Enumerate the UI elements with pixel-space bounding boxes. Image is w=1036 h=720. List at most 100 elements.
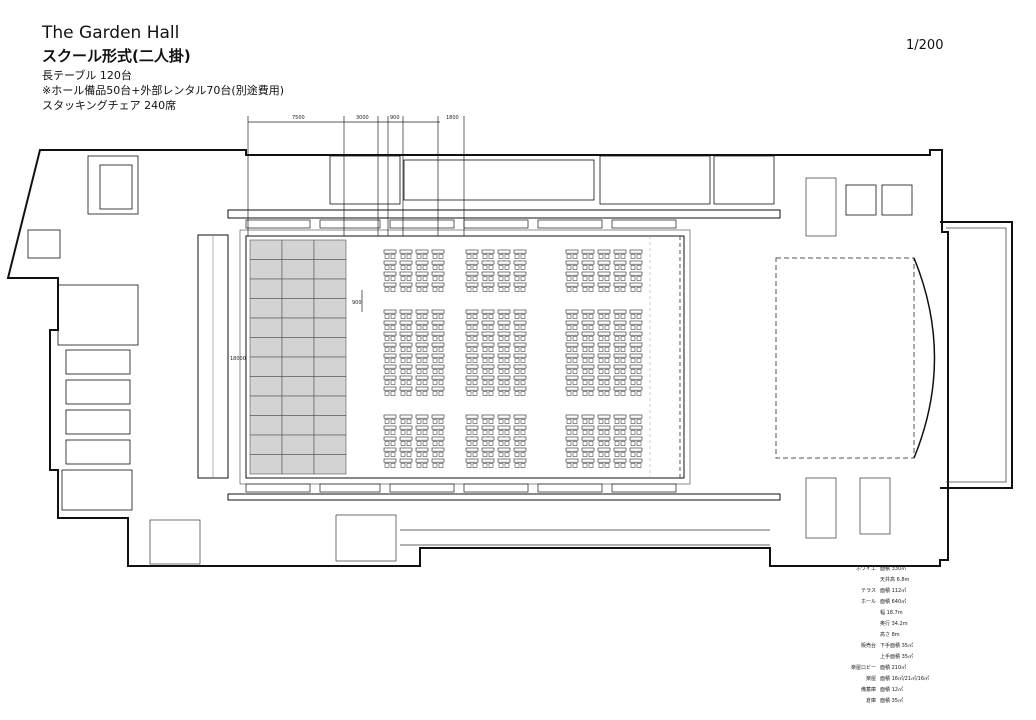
chair — [384, 347, 390, 352]
legend-key: 倉庫 — [865, 698, 876, 704]
chair — [566, 276, 572, 281]
seat-table — [415, 331, 429, 336]
chair — [614, 369, 620, 374]
seat-table — [383, 375, 397, 380]
seat-table — [629, 436, 643, 441]
legend-value: 面積 35㎡ — [880, 698, 903, 704]
chair — [406, 325, 412, 330]
chair — [422, 441, 428, 446]
chair — [466, 463, 472, 468]
chair — [406, 380, 412, 385]
chair — [614, 391, 620, 396]
chair — [620, 391, 626, 396]
seat-table — [581, 342, 595, 347]
seat-table — [597, 309, 611, 314]
seat-table — [513, 249, 527, 254]
chair — [588, 358, 594, 363]
chair — [620, 419, 626, 424]
seat-table — [497, 386, 511, 391]
chair — [482, 369, 488, 374]
chair — [422, 276, 428, 281]
legend-value: 面積 640㎡ — [880, 599, 907, 605]
terrace — [940, 221, 1013, 489]
chair — [472, 325, 478, 330]
stacked-table — [313, 395, 347, 416]
chair — [598, 254, 604, 259]
chair — [504, 265, 510, 270]
chair — [390, 463, 396, 468]
chair — [604, 430, 610, 435]
chair — [416, 314, 422, 319]
chair — [438, 265, 444, 270]
chair — [582, 265, 588, 270]
chair — [466, 276, 472, 281]
chair — [390, 391, 396, 396]
seat-table — [597, 447, 611, 452]
chair — [472, 358, 478, 363]
chair — [472, 441, 478, 446]
chair — [636, 287, 642, 292]
chair — [482, 380, 488, 385]
chair — [488, 430, 494, 435]
chair — [466, 430, 472, 435]
chair — [432, 276, 438, 281]
chair — [438, 441, 444, 446]
chair — [466, 358, 472, 363]
chair — [482, 336, 488, 341]
stacked-table — [313, 317, 347, 338]
chair — [390, 265, 396, 270]
chair — [498, 276, 504, 281]
chair — [422, 419, 428, 424]
chair — [422, 265, 428, 270]
chair — [572, 265, 578, 270]
seat-table — [399, 386, 413, 391]
chair — [598, 265, 604, 270]
chair — [598, 441, 604, 446]
chair — [620, 287, 626, 292]
chair — [620, 369, 626, 374]
chair — [400, 419, 406, 424]
chair — [614, 314, 620, 319]
west-foyer — [197, 234, 229, 479]
chair — [438, 463, 444, 468]
seat-table — [481, 364, 495, 369]
seat-table — [629, 342, 643, 347]
chair — [614, 380, 620, 385]
chair — [432, 314, 438, 319]
chair — [482, 265, 488, 270]
chair — [416, 287, 422, 292]
seat-table — [565, 320, 579, 325]
chair — [422, 452, 428, 457]
chair — [514, 265, 520, 270]
north-window-row — [245, 219, 677, 229]
chair — [472, 276, 478, 281]
chair — [620, 452, 626, 457]
seat-table — [565, 342, 579, 347]
seat-table — [565, 249, 579, 254]
seat-table — [565, 309, 579, 314]
seat-table — [581, 414, 595, 419]
chair — [598, 347, 604, 352]
area-legend: ホワイエ面積 330㎡ 天井高 6.8m テラス面積 112㎡ ホール面積 64… — [846, 566, 1026, 709]
stacked-table — [313, 454, 347, 475]
seat-table — [565, 458, 579, 463]
chair — [504, 452, 510, 457]
seat-table — [497, 353, 511, 358]
seat-table — [581, 331, 595, 336]
chair — [588, 336, 594, 341]
stacked-table — [281, 298, 315, 319]
chair — [604, 314, 610, 319]
stacked-table — [249, 395, 283, 416]
chair — [488, 347, 494, 352]
chair — [472, 314, 478, 319]
chair — [620, 265, 626, 270]
chair — [572, 336, 578, 341]
seat-table — [513, 260, 527, 265]
chair — [582, 314, 588, 319]
chair — [472, 452, 478, 457]
chair — [598, 369, 604, 374]
seat-table — [565, 353, 579, 358]
chair — [572, 369, 578, 374]
chair — [416, 336, 422, 341]
chair — [390, 441, 396, 446]
